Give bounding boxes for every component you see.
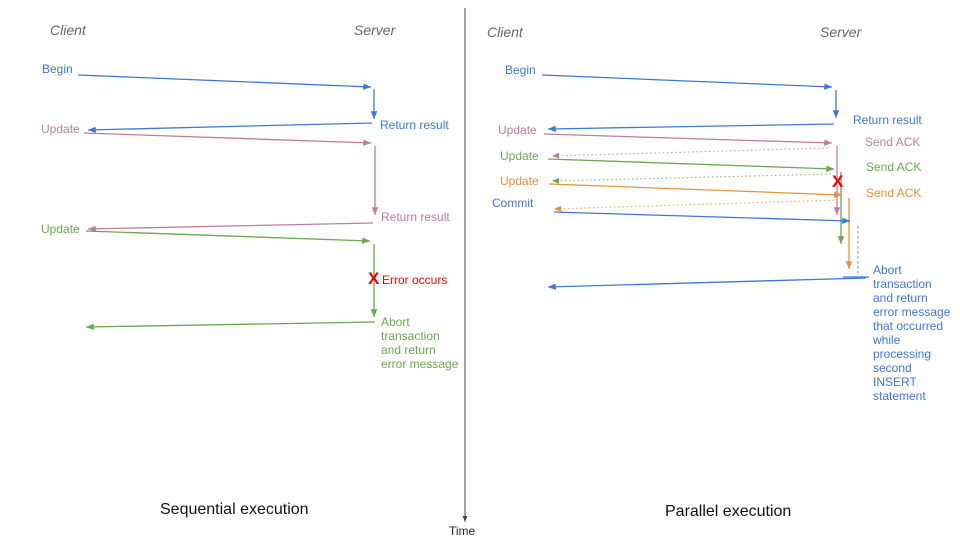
par-begin-label: Begin [505,63,536,77]
seq-server-header: Server [354,22,396,38]
seq-update-2-label: Update [41,222,80,236]
seq-update-1-label: Update [41,122,80,136]
par-send-ack3-arrow [553,199,839,212]
seq-return-result-1-arrow [87,122,373,134]
par-abort-message: Abort transaction and return error messa… [873,263,951,403]
par-update-3-label: Update [500,174,539,188]
seq-return-result-2-arrow [87,222,374,233]
seq-begin-label: Begin [42,62,73,76]
seq-caption: Sequential execution [160,501,309,518]
par-send-ack-1-label: Send ACK [865,135,921,149]
seq-error-x-icon: X [368,269,380,288]
par-send-ack-3-label: Send ACK [866,186,922,200]
seq-return-result-2-label: Return result [381,210,450,224]
par-update3-request-arrow [548,183,843,198]
par-send-ack1-arrow [551,147,829,159]
par-commit-request-arrow [553,211,851,225]
seq-abort-return-arrow [85,321,376,331]
par-update-2-label: Update [500,149,539,163]
par-update1-request-arrow [543,133,833,147]
seq-abort-message: Abort transaction and return error messa… [381,315,459,371]
par-send-ack2-arrow [551,173,832,184]
time-axis-label: Time [449,524,476,538]
par-update-1-label: Update [498,123,537,137]
par-error-x-icon: X [832,172,844,191]
seq-return-result-1-label: Return result [380,118,449,132]
seq-update1-request-arrow [83,132,372,146]
seq-client-header: Client [50,22,86,38]
seq-begin-request-arrow [77,74,372,90]
par-client-header: Client [487,24,523,40]
par-abort-return-arrow [547,277,867,291]
par-server-header: Server [820,24,862,40]
par-begin-request-arrow [541,74,833,90]
par-update2-request-arrow [547,158,835,172]
seq-update2-request-arrow [85,230,371,244]
seq-error-occurs-label: Error occurs [382,273,448,287]
par-caption: Parallel execution [665,503,792,520]
par-send-ack-2-label: Send ACK [866,160,922,174]
par-return-result-label: Return result [853,113,922,127]
par-return-result-arrow [547,123,835,133]
par-commit-label: Commit [492,196,534,210]
